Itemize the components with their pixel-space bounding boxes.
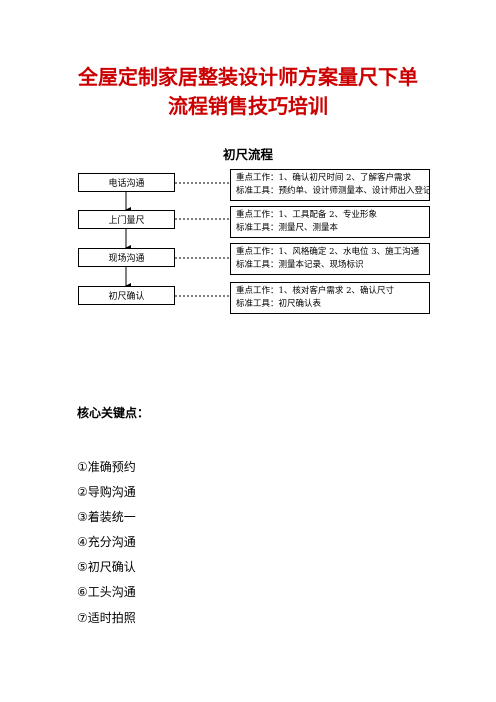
note-tools: 标准工具：测量本记录、现场标识 bbox=[236, 260, 364, 270]
key-point-item: ③着装统一 bbox=[77, 510, 136, 524]
page-title-line-1: 全屋定制家居整装设计师方案量尺下单 bbox=[78, 65, 418, 89]
flow-note-site-communication: 重点工作：1、风格确定 2、水电位 3、施工沟通 标准工具：测量本记录、现场标识 bbox=[230, 243, 430, 275]
note-work: 重点工作：1、风格确定 2、水电位 3、施工沟通 bbox=[236, 247, 420, 257]
flow-note-phone: 重点工作：1、确认初尺时间 2、了解客户需求 标准工具：预约单、设计师测量本、设… bbox=[230, 169, 430, 201]
flow-note-onsite-measure: 重点工作：1、工具配备 2、专业形象 标准工具：测量尺、测量本 bbox=[230, 206, 430, 238]
note-work: 重点工作：1、核对客户需求 2、确认尺寸 bbox=[236, 286, 395, 296]
key-point-item: ②导购沟通 bbox=[77, 485, 136, 499]
note-tools: 标准工具：测量尺、测量本 bbox=[236, 223, 339, 233]
key-point-item: ④充分沟通 bbox=[77, 535, 136, 549]
flow-step-confirm: 初尺确认 bbox=[78, 286, 175, 305]
flow-step-site-communication: 现场沟通 bbox=[78, 248, 175, 267]
note-work: 重点工作：1、确认初尺时间 2、了解客户需求 bbox=[236, 173, 412, 183]
flow-note-confirm: 重点工作：1、核对客户需求 2、确认尺寸 标准工具：初尺确认表 bbox=[230, 282, 430, 314]
key-point-item: ①准确预约 bbox=[77, 460, 136, 474]
note-tools: 标准工具：初尺确认表 bbox=[236, 299, 322, 309]
key-point-item: ⑥工头沟通 bbox=[77, 585, 136, 599]
note-work: 重点工作：1、工具配备 2、专业形象 bbox=[236, 210, 378, 220]
page-title-line-2: 流程销售技巧培训 bbox=[168, 94, 328, 118]
flow-subtitle: 初尺流程 bbox=[222, 147, 273, 162]
key-points-heading: 核心关键点： bbox=[77, 406, 150, 420]
key-point-item: ⑦适时拍照 bbox=[77, 611, 136, 625]
flow-step-phone: 电话沟通 bbox=[78, 173, 175, 192]
note-tools: 标准工具：预约单、设计师测量本、设计师出入登记表 bbox=[236, 186, 430, 196]
flow-step-onsite-measure: 上门量尺 bbox=[78, 210, 175, 229]
key-point-item: ⑤初尺确认 bbox=[77, 560, 136, 574]
